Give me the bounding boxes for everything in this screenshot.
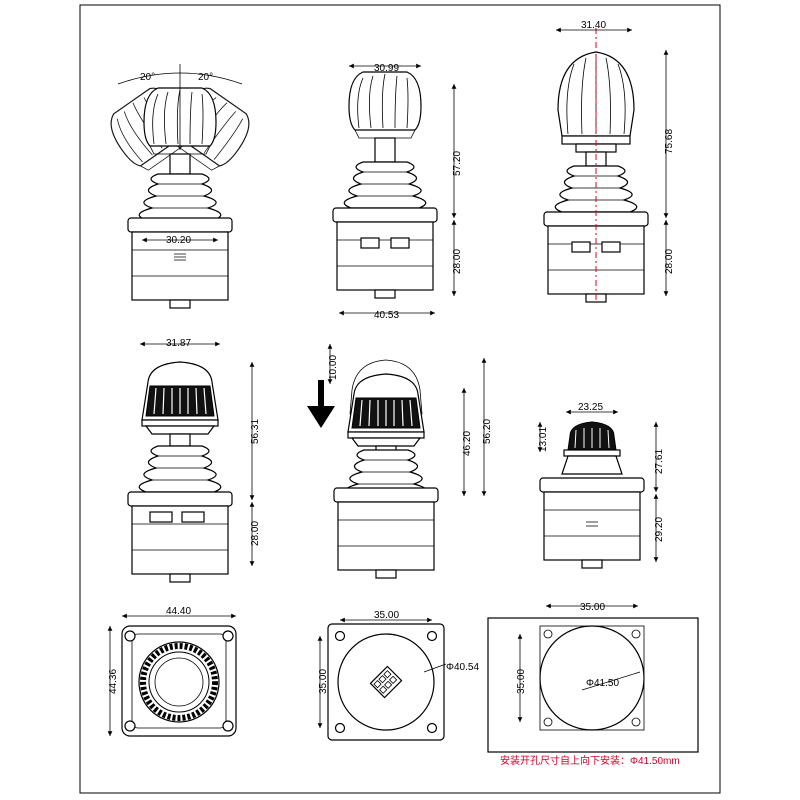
v6-knob-height-label: 13.01 [538, 427, 549, 452]
side-view-tilt: 20° 20° 30.20 [101, 64, 259, 309]
bottom-view-connector: 35.00 35.00 Φ40.54 [317, 610, 479, 741]
down-arrow-icon [307, 380, 335, 428]
v4-knob-width-label: 31.87 [166, 338, 191, 349]
v4-base-height-label: 28.00 [250, 521, 261, 546]
mounting-cutout-view: 35.00 35.00 Φ41.50 安装开孔尺寸自上向下安装：Φ41.50mm [487, 602, 699, 767]
side-view-centerline: 31.40 75.68 28.00 [543, 20, 675, 303]
v1-width-label: 30.20 [166, 235, 191, 246]
v4-upper-height-label: 56.31 [250, 419, 261, 444]
v3-total-height-label: 75.68 [664, 129, 675, 154]
mounting-note: 安装开孔尺寸自上向下安装：Φ41.50mm [500, 754, 680, 767]
v2-upper-height-label: 57.20 [452, 151, 463, 176]
v6-upper-height-label: 27.61 [654, 449, 665, 474]
b1-width-label: 44.40 [166, 606, 191, 617]
push-down-view: 10.00 46.20 56.20 [307, 344, 493, 579]
connector-pins-icon [369, 665, 403, 699]
v5-total-height-label: 56.20 [482, 419, 493, 444]
short-knob-view: 23.25 13.01 27.61 29.20 [537, 402, 665, 569]
front-view: 30.99 57.20 28.00 40.53 [332, 63, 463, 321]
b2-diameter-label: Φ40.54 [446, 662, 479, 673]
b2-pitch-y-label: 35.00 [318, 669, 329, 694]
v3-base-height-label: 28.00 [664, 249, 675, 274]
v2-base-height-label: 28.00 [452, 249, 463, 274]
v5-upper-height-label: 46.20 [462, 431, 473, 456]
v2-knob-width-label: 30.99 [374, 63, 399, 74]
b3-pitch-x-label: 35.00 [580, 602, 605, 613]
b2-pitch-x-label: 35.00 [374, 610, 399, 621]
v1-angle-right-label: 20° [198, 72, 213, 83]
v5-stroke-label: 10.00 [328, 355, 339, 380]
v6-knob-width-label: 23.25 [578, 402, 603, 413]
cutout-circle [539, 625, 645, 731]
b1-height-label: 44.36 [108, 669, 119, 694]
b3-pitch-y-label: 35.00 [516, 669, 527, 694]
v2-base-width-label: 40.53 [374, 310, 399, 321]
b3-diameter-label: Φ41.50 [586, 678, 619, 689]
v1-angle-left-label: 20° [140, 72, 155, 83]
top-view-square: 44.40 44.36 [107, 606, 237, 737]
dark-knob-front-view: 31.87 56.31 28.00 [127, 338, 261, 583]
v3-knob-width-label: 31.40 [581, 20, 606, 31]
sheet-border [79, 4, 721, 794]
v6-base-height-label: 29.20 [654, 517, 665, 542]
